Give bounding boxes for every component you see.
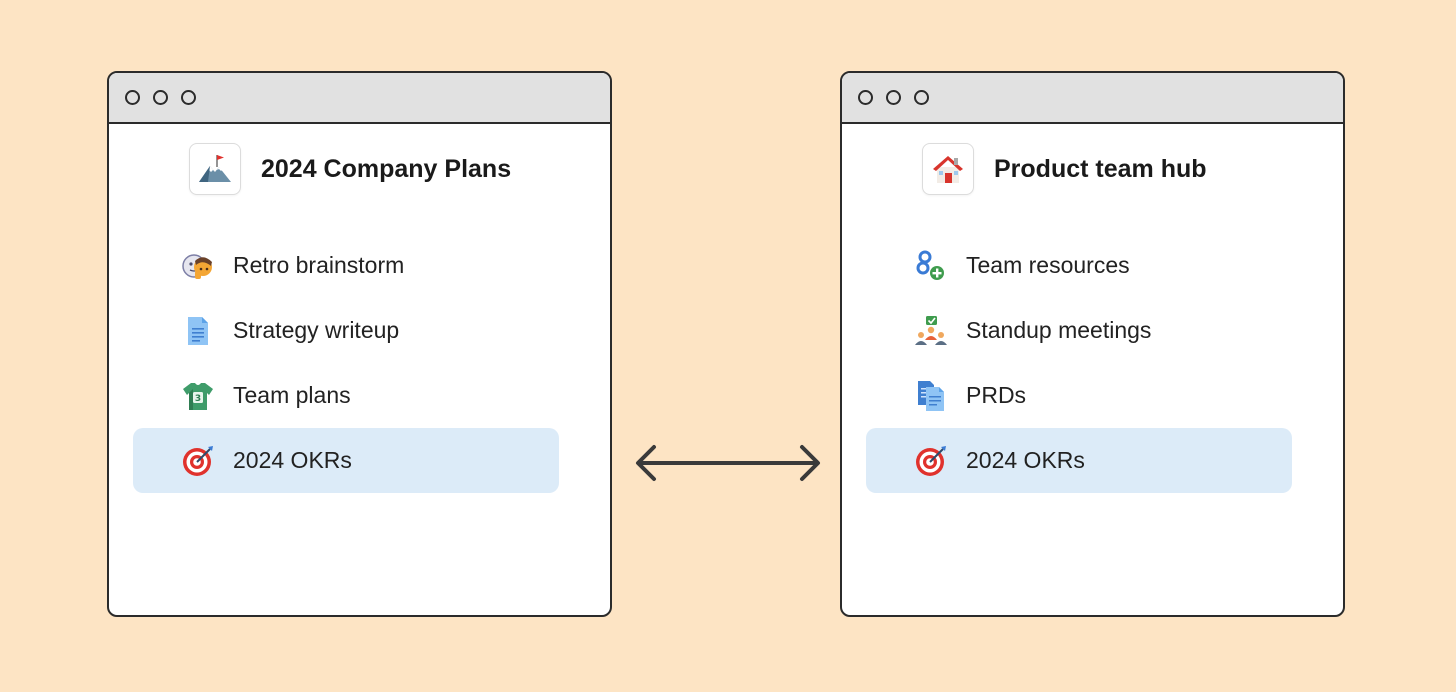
page-list: Retro brainstorm Strategy writeup (133, 233, 559, 493)
document-icon (181, 314, 215, 348)
documents-icon (914, 379, 948, 413)
house-icon (922, 143, 974, 195)
window-control-dot[interactable] (153, 90, 168, 105)
list-item-label: 2024 OKRs (966, 447, 1085, 473)
target-icon (914, 444, 948, 478)
svg-text:3: 3 (195, 394, 201, 404)
list-item-standup-meetings[interactable]: Standup meetings (866, 298, 1292, 363)
mountain-flag-icon (189, 143, 241, 195)
double-arrow-icon (636, 445, 820, 481)
thinking-faces-icon (181, 249, 215, 283)
list-item-label: PRDs (966, 382, 1027, 408)
page-header: 2024 Company Plans (189, 142, 511, 196)
list-item-label: 2024 OKRs (233, 447, 352, 473)
list-item-retro-brainstorm[interactable]: Retro brainstorm (133, 233, 559, 298)
list-item-2024-okrs[interactable]: 2024 OKRs (133, 428, 559, 493)
list-item-prds[interactable]: PRDs (866, 363, 1292, 428)
page-header: Product team hub (922, 142, 1207, 196)
page-title: 2024 Company Plans (261, 154, 512, 183)
page-list: Team resources Standup meetings (866, 233, 1292, 493)
left-window: 2024 Company Plans Retro brainstorm (107, 71, 612, 617)
list-item-strategy-writeup[interactable]: Strategy writeup (133, 298, 559, 363)
jersey-icon: 3 (181, 379, 215, 413)
list-item-label: Standup meetings (966, 317, 1152, 343)
window-control-dot[interactable] (125, 90, 140, 105)
list-item-label: Team plans (233, 382, 351, 408)
window-titlebar (842, 73, 1343, 124)
target-icon (181, 444, 215, 478)
page-title: Product team hub (994, 154, 1207, 183)
list-item-label: Strategy writeup (233, 317, 400, 343)
team-meeting-icon (914, 314, 948, 348)
window-control-dot[interactable] (858, 90, 873, 105)
window-titlebar (109, 73, 610, 124)
right-window: Product team hub Team resources (840, 71, 1345, 617)
window-control-dot[interactable] (914, 90, 929, 105)
list-item-team-plans[interactable]: 3 Team plans (133, 363, 559, 428)
list-item-label: Team resources (966, 252, 1130, 278)
link-plus-icon (914, 249, 948, 283)
window-control-dot[interactable] (181, 90, 196, 105)
window-control-dot[interactable] (886, 90, 901, 105)
list-item-2024-okrs[interactable]: 2024 OKRs (866, 428, 1292, 493)
list-item-label: Retro brainstorm (233, 252, 405, 278)
list-item-team-resources[interactable]: Team resources (866, 233, 1292, 298)
